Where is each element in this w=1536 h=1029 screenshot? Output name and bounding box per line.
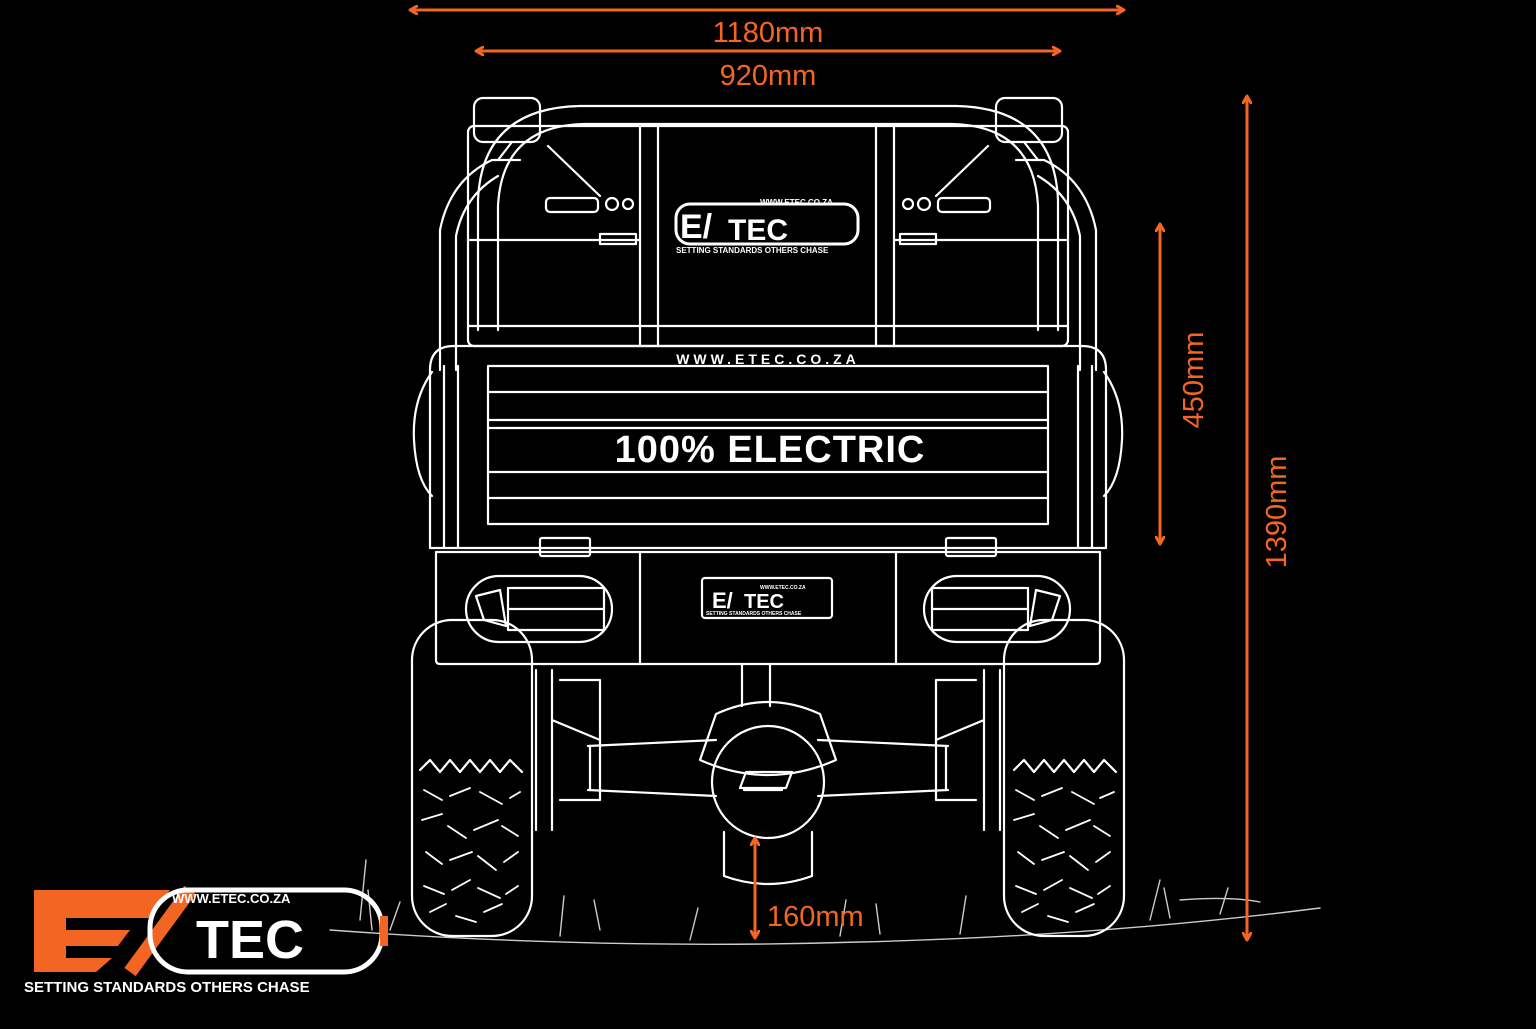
logo-battery-tip — [380, 916, 388, 946]
dimension-lines — [410, 10, 1247, 940]
cab-logo-tagline: SETTING STANDARDS OTHERS CHASE — [676, 246, 829, 255]
plate-logo-e: E/ — [712, 588, 733, 613]
overall-width-label: 1180mm — [713, 17, 824, 49]
rear-bumper — [434, 550, 1102, 666]
cab-logo-url: WWW.ETEC.CO.ZA — [760, 198, 833, 207]
cab-logo: E/ TEC WWW.ETEC.CO.ZA SETTING STANDARDS … — [674, 198, 860, 255]
logo-brand-text: TEC — [196, 910, 304, 970]
plate-logo: E/ TEC WWW.ETEC.CO.ZA SETTING STANDARDS … — [706, 585, 806, 617]
right-rear-wheel — [1002, 618, 1126, 938]
right-tail-light — [922, 574, 1072, 644]
left-mirror — [472, 96, 542, 144]
roll-cage-outer — [476, 104, 1060, 332]
plate-logo-brand: TEC — [744, 591, 784, 613]
vehicle-outline — [329, 96, 1321, 945]
ground-clearance-label: 160mm — [767, 901, 864, 933]
tailgate — [486, 364, 1050, 526]
right-mirror — [994, 96, 1064, 144]
etec-brand-logo: TEC WWW.ETEC.CO.ZA SETTING STANDARDS OTH… — [24, 885, 388, 996]
overall-height-label: 1390mm — [1261, 456, 1293, 569]
bed-url: WWW.ETEC.CO.ZA — [676, 351, 860, 367]
differential-cover — [710, 724, 826, 840]
cargo-bed — [428, 344, 1108, 550]
bed-height-label: 450mm — [1178, 332, 1210, 429]
cab-logo-brand: TEC — [728, 214, 788, 247]
plate-logo-url: WWW.ETEC.CO.ZA — [760, 585, 806, 591]
logo-tagline: SETTING STANDARDS OTHERS CHASE — [24, 979, 310, 996]
plate-logo-tagline: SETTING STANDARDS OTHERS CHASE — [706, 611, 802, 617]
logo-e-mark — [34, 890, 170, 972]
cab-logo-e: E/ — [680, 208, 713, 246]
tailgate-text: 100% ELECTRIC — [615, 429, 926, 471]
license-plate — [700, 576, 834, 620]
left-rear-wheel — [410, 618, 534, 938]
left-tail-light — [464, 574, 614, 644]
track-width-label: 920mm — [720, 60, 817, 92]
logo-url: WWW.ETEC.CO.ZA — [172, 891, 291, 906]
